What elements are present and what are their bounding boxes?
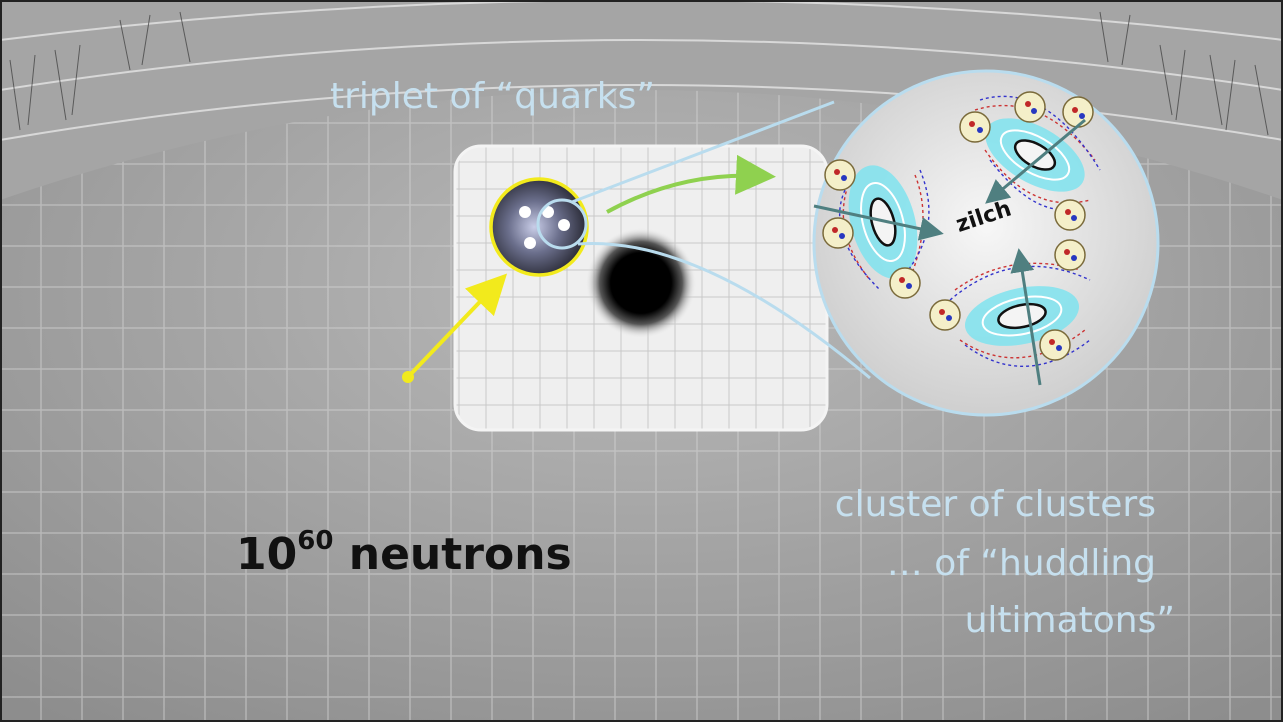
zoom-lines	[536, 100, 871, 380]
cluster-label-line1: cluster of clusters	[834, 484, 1156, 525]
neutron-count-label: 1060 neutrons	[236, 526, 572, 580]
neutron-count-base: 10	[236, 529, 298, 580]
quark-dot	[558, 219, 570, 231]
quark-dot	[524, 237, 536, 249]
yellow-arrow	[402, 273, 508, 383]
inward-arrows	[813, 118, 1086, 386]
neutron-count-exponent: 60	[297, 526, 334, 556]
green-arrow	[606, 154, 776, 214]
quark-triplet-label: triplet of “quarks”	[330, 76, 656, 117]
quark-dot	[519, 206, 531, 218]
quark-triplets	[822, 91, 1094, 361]
cluster-label-line3: ultimatons”	[964, 600, 1175, 641]
zoom-circle	[812, 69, 1160, 417]
cluster-label-line2: … of “huddling	[886, 543, 1156, 584]
neutron-count-word: neutrons	[333, 529, 572, 580]
